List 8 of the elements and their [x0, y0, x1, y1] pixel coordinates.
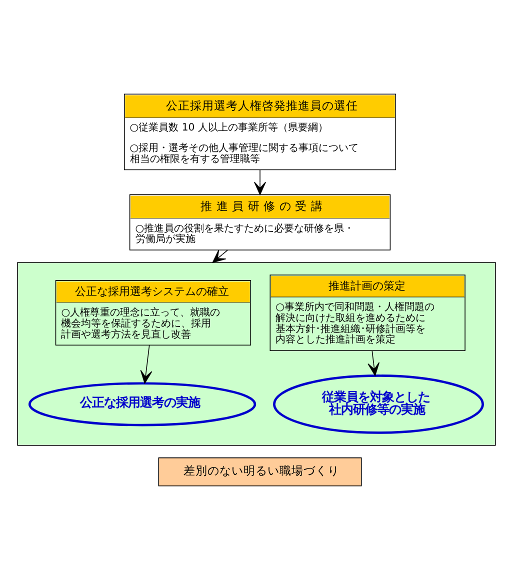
- cluster: [17, 262, 496, 446]
- arrow: [212, 249, 228, 262]
- node-ellipse: 公正な採用選考の実施: [28, 382, 256, 426]
- node-box: 差別のない明るい職場づくり: [158, 456, 362, 486]
- node-ellipse: 従業員を対象とした社内研修等の実施: [273, 374, 484, 434]
- arrow: [140, 344, 152, 384]
- arrow: [254, 169, 266, 194]
- arrow: [368, 350, 380, 376]
